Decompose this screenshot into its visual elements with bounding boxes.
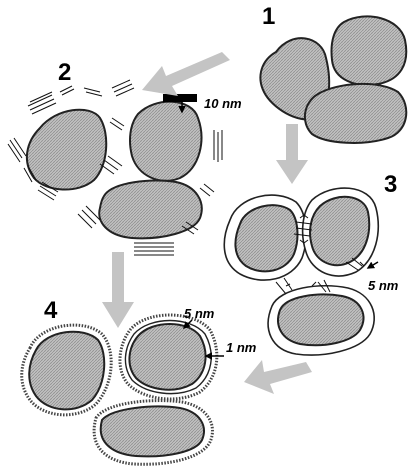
- particle: [332, 16, 407, 85]
- stage-number-4: 4: [44, 297, 58, 324]
- arrow-3-to-4: [244, 360, 312, 394]
- stage-4: 5 nm 1 nm 4: [22, 297, 257, 464]
- particle: [101, 407, 204, 457]
- particle: [129, 324, 205, 390]
- label-5nm-outer: 5 nm: [184, 306, 215, 321]
- arrow-2-to-4: [102, 252, 134, 328]
- stage-1: 1: [260, 3, 406, 143]
- stage-3: 5 nm 3: [224, 171, 399, 355]
- arrow-1-to-2: [142, 52, 230, 96]
- particle: [130, 102, 201, 181]
- label-10nm: 10 nm: [204, 96, 242, 111]
- stage-2: 10 nm 2: [8, 59, 242, 255]
- layer-thickness-bar: [163, 94, 197, 102]
- stage-number-3: 3: [384, 171, 397, 198]
- pointer-arrow: [368, 262, 378, 268]
- label-1nm: 1 nm: [226, 340, 257, 355]
- stage-number-2: 2: [58, 59, 71, 86]
- particle: [99, 181, 201, 239]
- particle: [235, 205, 297, 271]
- particle: [278, 295, 363, 346]
- particle: [310, 197, 369, 265]
- label-5nm: 5 nm: [368, 278, 399, 293]
- particle: [305, 84, 406, 143]
- particle: [29, 332, 104, 410]
- stage-number-1: 1: [262, 3, 275, 30]
- arrow-1-to-3: [276, 124, 308, 184]
- particle: [27, 110, 106, 190]
